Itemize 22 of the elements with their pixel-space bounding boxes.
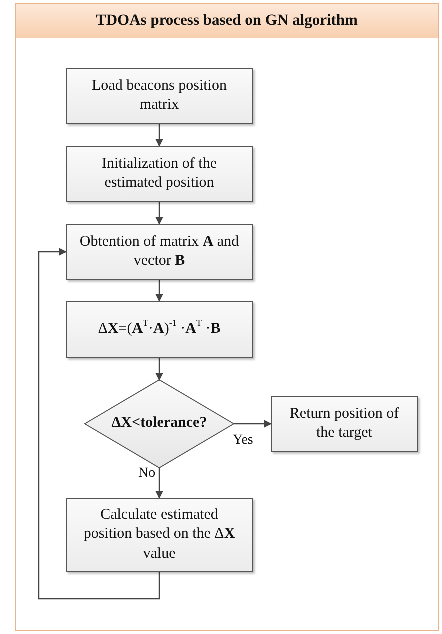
arrow	[156, 202, 164, 225]
process-box	[66, 498, 253, 572]
process-box	[66, 146, 253, 202]
step-text: Load beacons position matrix	[91, 76, 228, 115]
decision-diamond	[85, 380, 234, 468]
arrow	[156, 468, 164, 499]
arrow	[38, 248, 160, 600]
process-box	[66, 224, 253, 280]
step-text: Return position of the target	[288, 404, 400, 443]
process-box	[66, 68, 253, 124]
step-text: Obtention of matrix A and vector B	[78, 232, 240, 271]
decision-text: ΔX<tolerance?	[112, 414, 208, 434]
step-text: ΔX=(A$^{T}$·A)$^{-1}$ ·A$^{T}$ ·B	[98, 320, 221, 339]
process-box	[271, 396, 418, 452]
process-box	[66, 301, 253, 358]
arrow	[234, 420, 272, 428]
arrow	[156, 280, 164, 302]
arrow	[156, 358, 164, 381]
arrow	[156, 124, 164, 147]
title: TDOAs process based on GN algorithm	[96, 12, 358, 30]
step-text: Initialization of the estimated position	[101, 154, 218, 193]
step-text: Calculate estimated position based on the ΔX value	[82, 506, 236, 564]
